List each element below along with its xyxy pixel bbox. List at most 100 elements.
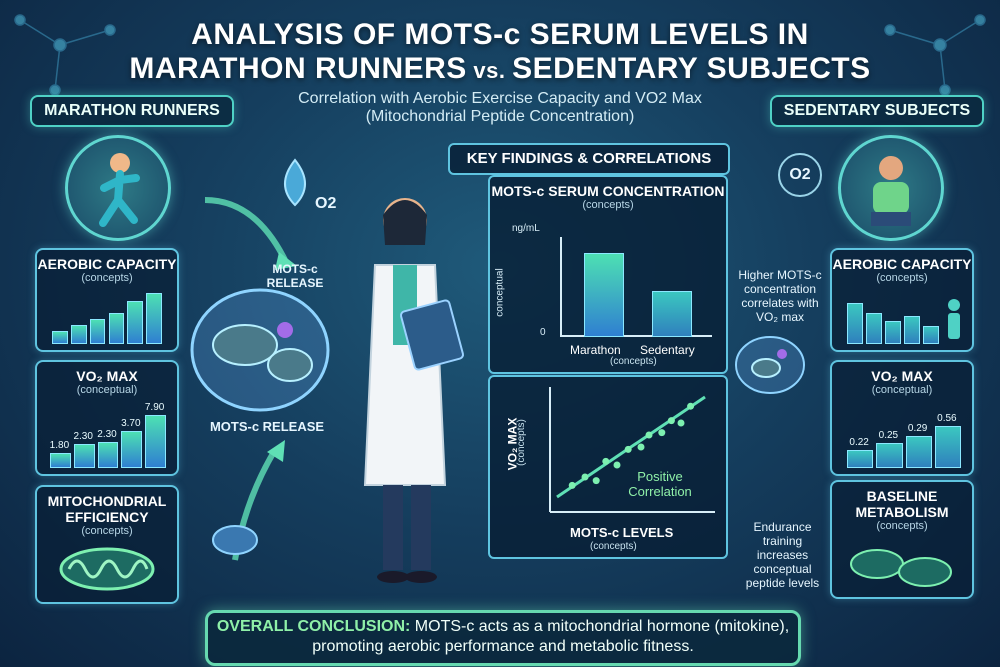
- o2-label-left: O2: [315, 195, 337, 212]
- release-label-top: MOTS-c RELEASE: [266, 262, 324, 290]
- left-vo2-title: VO₂ MAX: [76, 368, 138, 384]
- left-vo2-sub: (conceptual): [76, 384, 138, 396]
- group-label-marathon: MARATHON RUNNERS: [30, 95, 234, 127]
- right-note-bottom: Endurance training increases conceptual …: [745, 520, 820, 590]
- scatter-xsub: (concepts): [590, 541, 637, 552]
- left-mito-sub: (concepts): [81, 525, 133, 537]
- left-vo2-bar: [145, 414, 166, 468]
- right-baseline-sub: (concepts): [876, 520, 928, 532]
- title-group-a: MARATHON RUNNERS: [129, 52, 467, 85]
- conclusion-box: OVERALL CONCLUSION: MOTS-c acts as a mit…: [205, 610, 801, 666]
- runner-icon: [99, 153, 140, 227]
- scatter-point: [658, 429, 666, 437]
- left-vo2-bar-label: 2.30: [73, 431, 93, 443]
- left-aerobic-sub: (concepts): [81, 272, 133, 284]
- right-vo2-bar-label: 0.56: [937, 412, 957, 424]
- right-cell-icon: [735, 336, 805, 394]
- concentration-chart-panel: MOTS-c SERUM CONCENTRATION (concepts) ng…: [488, 175, 728, 374]
- right-vo2-title: VO₂ MAX: [871, 368, 933, 384]
- left-aerobic-bar: [146, 292, 162, 344]
- title-line-2: MARATHON RUNNERS vs. SEDENTARY SUBJECTS: [0, 52, 1000, 86]
- right-aerobic-chart: [842, 290, 942, 344]
- concentration-title: MOTS-c SERUM CONCENTRATION: [491, 183, 725, 199]
- left-aerobic-panel: AEROBIC CAPACITY (concepts): [35, 248, 179, 352]
- right-aerobic-bar: [847, 303, 863, 344]
- right-vo2-sub: (conceptual): [871, 384, 933, 396]
- left-vo2-bar-label: 1.80: [49, 439, 70, 451]
- scatter-point: [667, 417, 675, 425]
- scatter-point: [602, 457, 610, 465]
- right-vo2-bar-label: 0.25: [878, 430, 899, 442]
- mitochondrion-icon: [59, 547, 155, 591]
- mitochondria-pair-icon: [850, 549, 952, 587]
- seated-person-icon: [871, 156, 911, 226]
- left-vo2-bar: [121, 430, 143, 468]
- scientist-figure: [363, 198, 465, 583]
- right-vo2-bar-label: 0.29: [907, 423, 928, 435]
- scatter-point: [637, 443, 645, 451]
- conclusion-line-1-text: MOTS-c acts as a mitochondrial hormone (…: [410, 618, 790, 635]
- subtitle-line-1: Correlation with Aerobic Exercise Capaci…: [298, 90, 702, 107]
- concentration-zero: 0: [540, 327, 546, 338]
- key-findings-title: KEY FINDINGS & CORRELATIONS: [466, 150, 712, 167]
- droplet-icon: [284, 158, 306, 207]
- conclusion-line-2: promoting aerobic performance and metabo…: [312, 638, 694, 655]
- scatter-point: [568, 481, 576, 489]
- key-findings-header: KEY FINDINGS & CORRELATIONS: [448, 143, 730, 175]
- scatter-point: [645, 431, 653, 439]
- left-mito-title: MITOCHONDRIAL EFFICIENCY: [47, 493, 167, 525]
- title-group-b: SEDENTARY SUBJECTS: [512, 52, 871, 85]
- subtitle-line-2: (Mitochondrial Peptide Concentration): [365, 108, 635, 125]
- concentration-bar: [584, 252, 624, 337]
- right-aerobic-bar: [904, 316, 920, 344]
- title-vs: vs.: [466, 58, 513, 83]
- right-baseline-panel: BASELINE METABOLISM (concepts): [830, 480, 974, 599]
- concentration-unit: ng/mL: [512, 223, 540, 234]
- scatter-point: [592, 477, 600, 485]
- concentration-cat-0: Marathon: [570, 343, 621, 357]
- left-aerobic-bar: [89, 318, 106, 344]
- scatter-point: [687, 402, 695, 410]
- group-label-sedentary: SEDENTARY SUBJECTS: [770, 95, 984, 127]
- concentration-ylabel: conceptual: [494, 268, 506, 317]
- left-aerobic-title: AEROBIC CAPACITY: [37, 256, 177, 272]
- right-baseline-title: BASELINE METABOLISM: [855, 488, 949, 520]
- right-vo2-bar: [847, 449, 874, 468]
- right-aerobic-title: AEROBIC CAPACITY: [832, 256, 972, 272]
- cell-illustration: [190, 197, 330, 561]
- right-aerobic-sub: (concepts): [876, 272, 928, 284]
- left-vo2-bar-label: 2.30: [97, 428, 117, 440]
- scatter-panel: VO₂ MAX (concepts) Positive Correlation …: [488, 375, 728, 559]
- concentration-sub: (concepts): [582, 199, 634, 211]
- sedentary-avatar: [838, 135, 944, 241]
- scatter-ysub: (concepts): [515, 419, 527, 466]
- left-aerobic-bar: [52, 330, 68, 344]
- right-vo2-bar: [876, 443, 903, 468]
- scatter-point: [677, 419, 685, 427]
- person-icon: [948, 299, 960, 339]
- scatter-point: [613, 461, 621, 469]
- release-label-bottom: MOTS-c RELEASE: [209, 419, 325, 434]
- left-aerobic-bar: [108, 313, 125, 344]
- left-mito-panel: MITOCHONDRIAL EFFICIENCY (concepts): [35, 485, 179, 604]
- o2-badge-right: O2: [778, 153, 822, 197]
- right-note-top: Higher MOTS-c concentration correlates w…: [738, 268, 822, 324]
- left-aerobic-bar: [127, 301, 144, 344]
- trend-line: [556, 395, 706, 499]
- concentration-cat-1: Sedentary: [640, 343, 695, 357]
- left-vo2-bar: [73, 444, 95, 468]
- left-vo2-bar: [97, 441, 119, 468]
- scatter-point: [624, 445, 632, 453]
- title-line-1: ANALYSIS OF MOTS-c SERUM LEVELS IN: [191, 18, 809, 51]
- right-aerobic-bar: [885, 321, 901, 344]
- left-vo2-bar-label: 7.90: [144, 401, 165, 413]
- left-vo2-bar: [50, 452, 71, 468]
- right-vo2-bar: [905, 436, 932, 468]
- conclusion-line-1: OVERALL CONCLUSION: MOTS-c acts as a mit…: [208, 617, 798, 637]
- runner-avatar: [65, 135, 171, 241]
- left-aerobic-chart: [47, 290, 165, 344]
